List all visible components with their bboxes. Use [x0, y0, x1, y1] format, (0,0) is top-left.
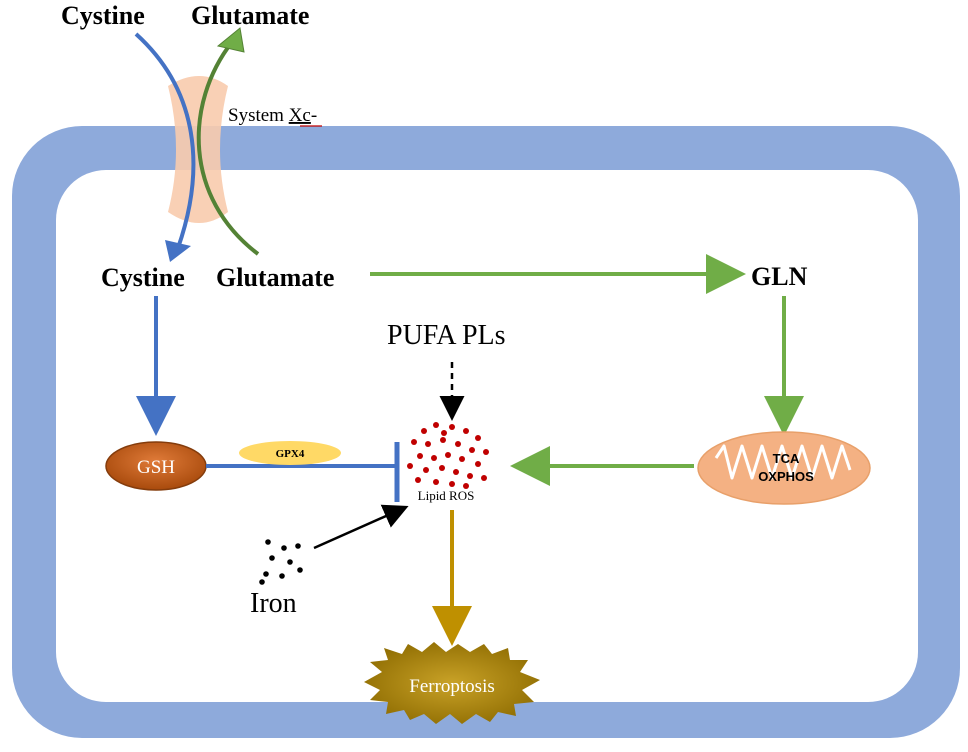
gpx4-node [239, 441, 341, 465]
iron-label: Iron [250, 588, 297, 619]
glutamate-export-arrowhead [216, 27, 245, 53]
ferroptosis-label: Ferroptosis [409, 676, 495, 697]
cystine-intracellular-label: Cystine [101, 263, 185, 292]
tca-label: TCA [773, 451, 800, 466]
cystine-import-arrow [134, 32, 196, 249]
gpx4-label: GPX4 [276, 448, 305, 460]
glutamate-export-arrow [196, 40, 260, 256]
oxphos-label: OXPHOS [758, 469, 814, 484]
lipid-ros-dots [407, 422, 489, 489]
cytoplasm [56, 170, 918, 702]
lipid-ros-label: Lipid ROS [418, 488, 475, 503]
glutamate-extracellular-label: Glutamate [191, 1, 309, 30]
ferroptosis-burst [364, 642, 540, 724]
mitochondria [697, 431, 871, 505]
cystine-import-arrowhead [165, 240, 191, 262]
glutamate-intracellular-label: Glutamate [216, 263, 334, 292]
gsh-label: GSH [137, 457, 175, 478]
gln-label: GLN [751, 262, 808, 291]
pufa-pls-label: PUFA PLs [387, 320, 506, 351]
iron-to-lipid-ros-arrow [313, 504, 409, 550]
cystine-extracellular-label: Cystine [61, 1, 145, 30]
mitochondria-cristae [714, 444, 852, 480]
iron-dots [259, 539, 303, 585]
system-xc-label: System Xc- [228, 105, 317, 126]
